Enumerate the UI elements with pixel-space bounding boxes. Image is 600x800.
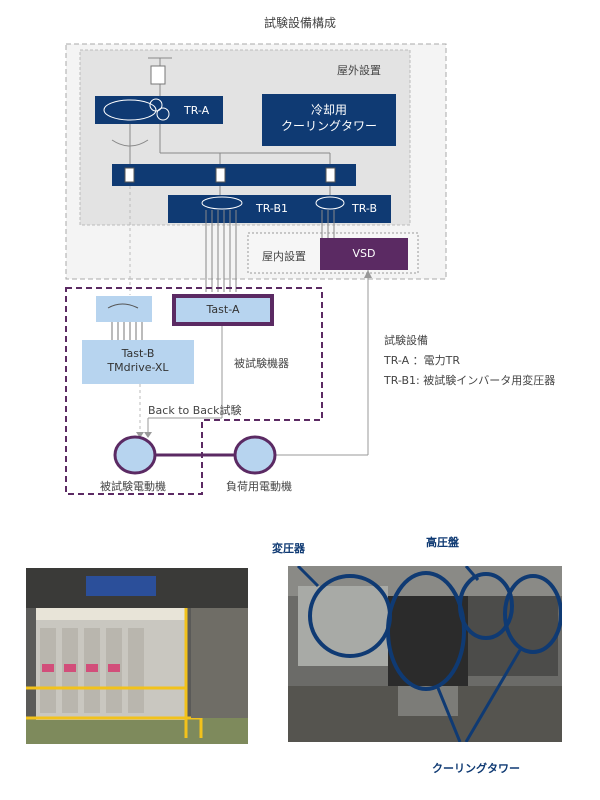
system-diagram (65, 43, 447, 495)
indoor-label: 屋内設置 (262, 250, 306, 263)
cooling-tower-label: 冷却用 クーリングタワー (262, 102, 396, 134)
breaker-symbol-3 (325, 167, 336, 183)
breaker-symbol-top (150, 65, 166, 85)
cooling-highlight-1 (386, 571, 466, 691)
bus-block (112, 164, 356, 186)
dut-boundary (65, 287, 323, 495)
tr-b-label: TR-B (352, 202, 378, 215)
legend-heading: 試験設備 (384, 334, 428, 347)
cooling-line2: クーリングタワー (280, 119, 377, 133)
outdoor-equipment-photo (288, 566, 562, 742)
tast-b-line1: Tast-B (121, 347, 155, 360)
dut-equipment-label: 被試験機器 (234, 357, 289, 370)
tr-b1-label: TR-B1 (256, 202, 289, 215)
cooling-highlight-2 (503, 574, 562, 654)
hv-panel-callout: 高圧盤 (426, 536, 459, 549)
cooling-line1: 冷却用 (310, 103, 347, 117)
vsd-label: VSD (352, 247, 376, 260)
tast-b-block (82, 340, 194, 384)
facility-photo (26, 568, 248, 744)
hv-panel-highlight (458, 572, 514, 640)
dut-motor (113, 435, 157, 475)
breaker-symbol-2 (215, 167, 226, 183)
vsd-block (320, 238, 408, 270)
tast-b-label: Tast-B TMdrive-XL (82, 347, 194, 375)
tast-b-line2: TMdrive-XL (107, 361, 169, 374)
legend-line2: TR-B1: 被試験インバータ用変圧器 (384, 374, 556, 387)
load-motor (233, 435, 277, 475)
outdoor-label: 屋外設置 (337, 64, 381, 77)
diagram-title: 試験設備構成 (263, 16, 336, 30)
tr-a-label: TR-A (184, 104, 210, 117)
transformer-callout: 変圧器 (272, 542, 305, 555)
tast-b-transformer (96, 296, 152, 322)
breaker-symbol-1 (124, 167, 135, 183)
legend-line1: TR-A ：電力TR (384, 354, 461, 367)
cooling-tower-block (262, 94, 396, 146)
tast-a-label: Tast-A (206, 303, 240, 316)
legend: 試験設備 TR-A ：電力TR TR-B1: 被試験インバータ用変圧器 (384, 331, 555, 391)
load-motor-label: 負荷用電動機 (226, 480, 292, 493)
dut-motor-label: 被試験電動機 (100, 480, 166, 493)
cooling-tower-callout: クーリングタワー (432, 762, 520, 775)
back-to-back-label: Back to Back試験 (148, 404, 242, 417)
tast-a-block (176, 298, 270, 322)
